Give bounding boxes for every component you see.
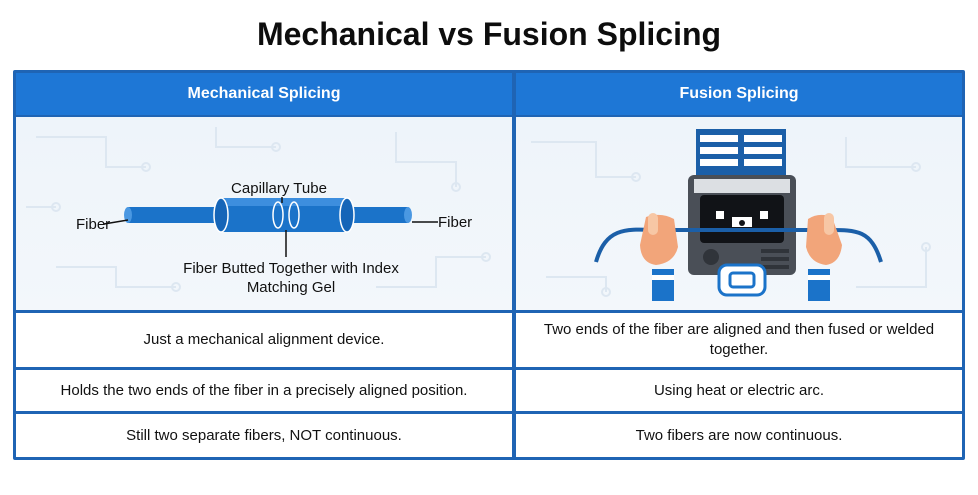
leader-lines [103, 197, 438, 257]
fusion-row-3: Two fibers are now continuous. [516, 414, 962, 457]
capillary-tube-label: Capillary Tube [231, 180, 327, 197]
butted-label-line1: Fiber Butted Together with Index [183, 260, 399, 277]
capillary-tube [213, 197, 355, 233]
page-title: Mechanical vs Fusion Splicing [256, 16, 722, 52]
mechanical-row-1: Just a mechanical alignment device. [16, 313, 512, 367]
fusion-row-2: Using heat or electric arc. [516, 370, 962, 411]
mechanical-splice-diagram: Fiber Fiber Capillary Tube Fiber Butted … [26, 127, 491, 296]
comparison-table: Mechanical Splicing Fusion Splicing [13, 70, 965, 460]
fusion-row-1: Two ends of the fiber are aligned and th… [516, 313, 962, 367]
hand-icon [640, 213, 678, 301]
header-mechanical-splicing: Mechanical Splicing [16, 73, 512, 115]
fiber-left-strand [124, 207, 228, 223]
fiber-label-left: Fiber [76, 216, 110, 233]
circuit-background-pattern [26, 127, 491, 292]
mechanical-row-3: Still two separate fibers, NOT continuou… [16, 414, 512, 457]
header-fusion-splicing: Fusion Splicing [516, 73, 962, 115]
fusion-splice-illustration [516, 117, 962, 310]
butted-label-line2: Matching Gel [247, 279, 335, 296]
fiber-right-strand [346, 207, 412, 223]
mechanical-splice-illustration: Fiber Fiber Capillary Tube Fiber Butted … [16, 117, 512, 310]
fusion-splice-diagram [531, 129, 931, 301]
circuit-background-pattern [531, 137, 931, 297]
fusion-splicer-machine-icon [688, 129, 796, 297]
fiber-label-right: Fiber [438, 214, 472, 231]
hand-icon [806, 213, 842, 301]
mechanical-row-2: Holds the two ends of the fiber in a pre… [16, 370, 512, 411]
